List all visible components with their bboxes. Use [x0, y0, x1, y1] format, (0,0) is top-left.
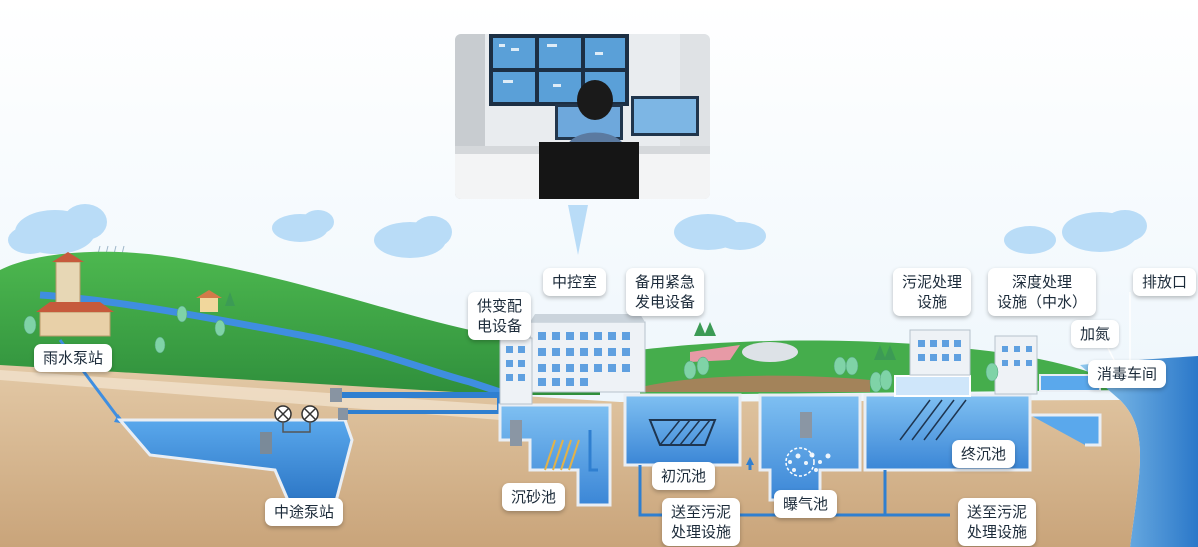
- label-advanced-treatment: 深度处理 设施（中水）: [988, 268, 1097, 316]
- label-final-settling: 终沉池: [952, 440, 1016, 468]
- label-power-supply: 供变配 电设备: [468, 292, 532, 340]
- label-disinfection: 消毒车间: [1088, 360, 1167, 388]
- green-hill: [0, 251, 600, 395]
- label-aeration-tank: 曝气池: [774, 490, 838, 518]
- valves: [274, 405, 319, 423]
- label-sludge-facility: 污泥处理 设施: [893, 268, 972, 316]
- label-relay-pump: 中途泵站: [265, 498, 344, 526]
- control-room-pointer: [568, 205, 588, 255]
- sea: [1080, 356, 1198, 547]
- trees: [23, 305, 999, 393]
- label-backup-generator: 备用紧急 发电设备: [626, 268, 705, 316]
- label-primary-settling: 初沉池: [652, 462, 716, 490]
- label-to-sludge-1: 送至污泥 处理设施: [662, 498, 741, 546]
- label-ammonia: 加氮: [1071, 320, 1120, 348]
- label-rain-pump: 雨水泵站: [34, 344, 113, 372]
- label-outfall: 排放口: [1133, 268, 1197, 296]
- town: [36, 252, 222, 337]
- label-to-sludge-2: 送至污泥 处理设施: [958, 498, 1037, 546]
- clouds: [8, 204, 1147, 258]
- control-room-photo: [455, 34, 710, 199]
- label-grit-chamber: 沉砂池: [502, 483, 566, 511]
- label-control-room: 中控室: [543, 268, 607, 296]
